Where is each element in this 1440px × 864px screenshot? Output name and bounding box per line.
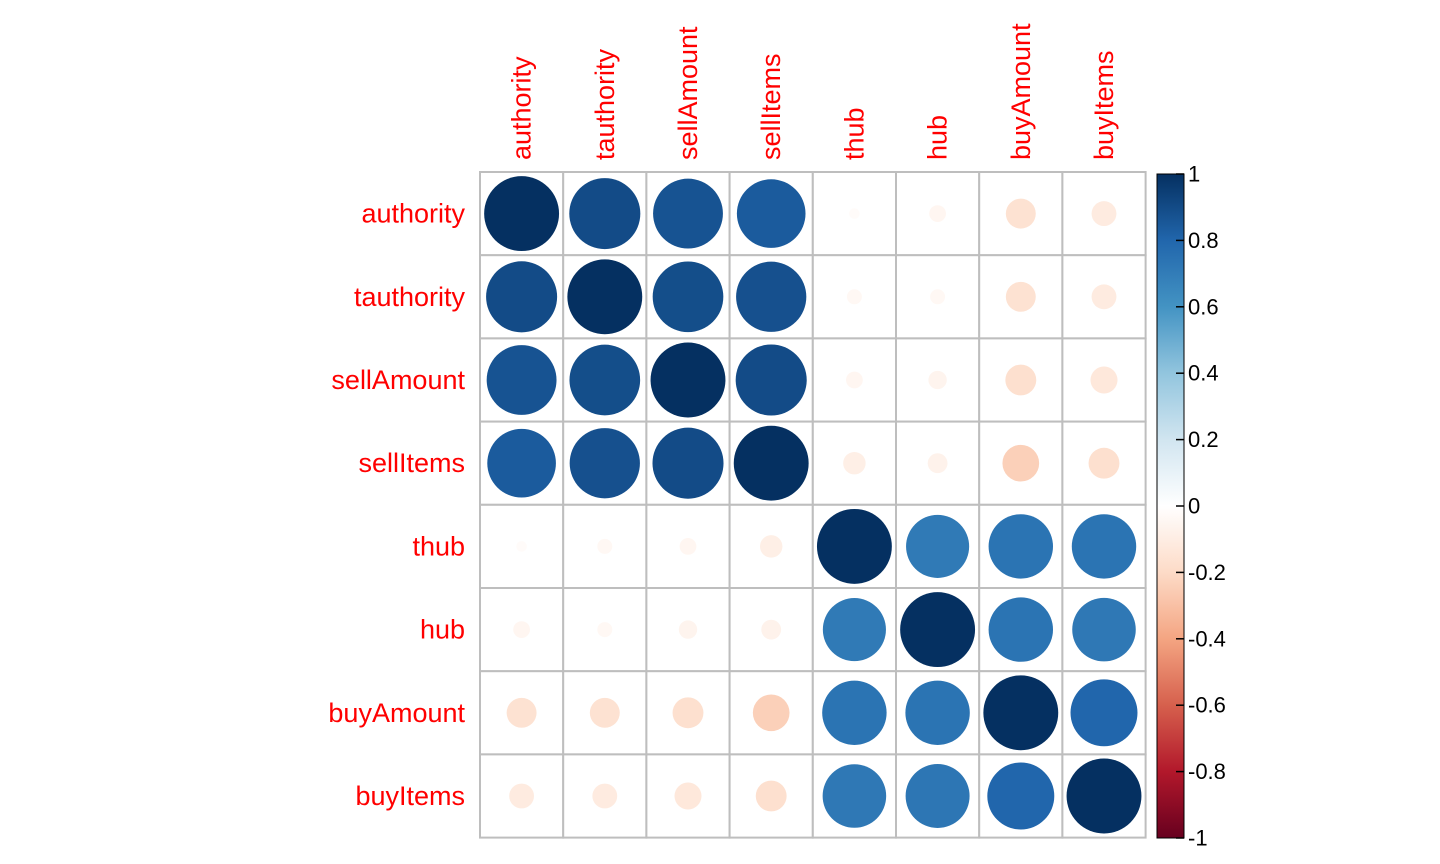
correlation-circle-tauthority-buyItems [1091, 284, 1117, 310]
correlation-circle-sellItems-buyAmount [1002, 444, 1040, 482]
colorbar-legend: 1 0.8 0.6 0.4 0.2 0 -0.2 -0.4 -0.6 -0.8 -1 [1156, 162, 1226, 851]
correlation-circle-authority-sellItems [736, 179, 806, 248]
row-label-buyItems: buyItems [355, 781, 465, 811]
colorbar-tick-label: -0.2 [1188, 560, 1226, 585]
colorbar-tick-label: 0.6 [1188, 294, 1219, 319]
colorbar-tick-label: 0.8 [1188, 228, 1219, 253]
correlation-circle-buyItems-buyAmount [987, 762, 1055, 830]
correlation-circle-sellItems-thub [843, 451, 866, 475]
correlation-circle-tauthority-hub [930, 289, 946, 305]
correlation-circle-authority-sellAmount [653, 178, 723, 249]
correlation-circle-sellItems-sellAmount [652, 427, 724, 499]
column-label-thub: thub [839, 107, 869, 160]
correlation-circle-sellAmount-thub [846, 371, 863, 389]
correlation-circle-thub-buyItems [1071, 514, 1137, 579]
correlation-circle-tauthority-sellAmount [652, 261, 724, 333]
row-label-hub: hub [420, 615, 465, 645]
correlation-circles [484, 176, 1142, 834]
colorbar-tick-label: -0.8 [1188, 759, 1226, 784]
row-labels: authority tauthority sellAmount sellItems th… [328, 199, 465, 811]
colorbar-tick-label: 0.2 [1188, 427, 1219, 452]
correlation-circle-thub-sellAmount [679, 538, 697, 555]
column-label-sellItems: sellItems [756, 53, 786, 160]
correlation-circle-buyAmount-buyItems [1070, 679, 1138, 747]
correlation-circle-buyItems-authority [509, 783, 535, 809]
row-label-buyAmount: buyAmount [328, 698, 465, 728]
correlation-circle-tauthority-tauthority [567, 259, 643, 335]
correlation-circle-sellAmount-sellAmount [650, 342, 726, 418]
correlation-circle-buyAmount-buyAmount [983, 675, 1059, 751]
correlation-circle-thub-tauthority [597, 538, 613, 554]
colorbar-tick-label: -0.4 [1188, 626, 1226, 651]
column-label-buyItems: buyItems [1089, 50, 1119, 160]
correlation-circle-sellAmount-buyItems [1090, 366, 1118, 394]
colorbar-tick-label: 0 [1188, 494, 1200, 519]
row-label-tauthority: tauthority [354, 282, 466, 312]
colorbar-tick-label: 1 [1188, 162, 1200, 187]
correlation-circle-buyAmount-sellItems [752, 694, 790, 732]
correlation-circle-buyItems-thub [822, 764, 887, 828]
correlation-circle-tauthority-sellItems [736, 261, 807, 332]
correlation-circle-sellItems-authority [487, 428, 556, 498]
correlation-circle-sellItems-hub [927, 453, 948, 474]
correlation-circle-hub-hub [900, 592, 976, 668]
correlation-circle-tauthority-thub [846, 289, 862, 305]
correlation-circle-buyAmount-thub [822, 680, 887, 746]
correlation-circle-buyItems-sellAmount [674, 782, 702, 810]
correlation-circle-hub-tauthority [597, 622, 613, 638]
row-label-thub: thub [412, 531, 465, 561]
colorbar-tick-label: -1 [1188, 826, 1208, 851]
correlation-circle-sellAmount-hub [928, 370, 947, 390]
correlation-circle-buyItems-buyItems [1066, 758, 1142, 834]
correlation-circle-authority-thub [849, 208, 860, 219]
correlation-circle-authority-buyAmount [1005, 198, 1036, 229]
colorbar-tick-label: -0.6 [1188, 693, 1226, 718]
correlation-circle-hub-thub [822, 598, 886, 662]
correlation-circle-sellAmount-sellItems [735, 344, 807, 416]
correlation-circle-thub-buyAmount [988, 514, 1054, 579]
column-label-tauthority: tauthority [590, 48, 620, 160]
column-label-authority: authority [507, 56, 537, 160]
row-label-sellItems: sellItems [358, 448, 465, 478]
column-label-sellAmount: sellAmount [673, 26, 703, 160]
correlation-circle-thub-authority [516, 541, 527, 552]
correlation-circle-buyItems-sellItems [755, 780, 787, 812]
correlation-circle-hub-buyItems [1072, 597, 1136, 662]
correlation-circle-sellAmount-authority [486, 345, 557, 415]
correlation-circle-buyAmount-tauthority [589, 697, 620, 728]
column-label-buyAmount: buyAmount [1006, 23, 1036, 160]
correlation-circle-sellItems-tauthority [569, 428, 640, 499]
row-label-authority: authority [361, 199, 465, 229]
column-label-hub: hub [923, 115, 953, 160]
correlation-circle-buyItems-tauthority [592, 783, 618, 809]
grid-cell [895, 337, 981, 423]
correlation-circle-authority-authority [484, 176, 560, 252]
correlation-circle-thub-sellItems [759, 535, 783, 558]
correlation-circle-hub-sellAmount [678, 620, 698, 639]
correlation-circle-sellItems-buyItems [1088, 447, 1120, 479]
row-label-sellAmount: sellAmount [331, 365, 465, 395]
correlation-circle-tauthority-authority [486, 261, 558, 333]
correlation-circle-buyItems-hub [905, 764, 970, 828]
grid-cell [895, 254, 981, 340]
correlation-circle-buyAmount-sellAmount [672, 697, 704, 729]
correlation-circle-authority-buyItems [1091, 201, 1117, 227]
grid-cell [1061, 171, 1147, 257]
correlation-circle-buyAmount-hub [905, 680, 970, 746]
correlation-circle-hub-buyAmount [988, 597, 1054, 662]
correlation-circle-hub-authority [513, 621, 530, 638]
correlation-circle-sellAmount-buyAmount [1005, 364, 1037, 396]
correlation-circle-authority-hub [929, 205, 946, 222]
correlation-circle-hub-sellItems [761, 619, 782, 640]
correlation-circle-authority-tauthority [569, 178, 641, 250]
correlation-circle-sellItems-sellItems [733, 425, 809, 501]
correlation-circle-buyAmount-authority [506, 697, 537, 728]
correlation-circle-sellAmount-tauthority [569, 344, 641, 416]
correlation-circle-thub-hub [906, 514, 970, 578]
column-labels: authority tauthority sellAmount sellItems th… [507, 23, 1119, 160]
colorbar-tick-label: 0.4 [1188, 361, 1219, 386]
correlation-circle-tauthority-buyAmount [1005, 281, 1036, 312]
correlation-circle-thub-thub [816, 508, 892, 584]
